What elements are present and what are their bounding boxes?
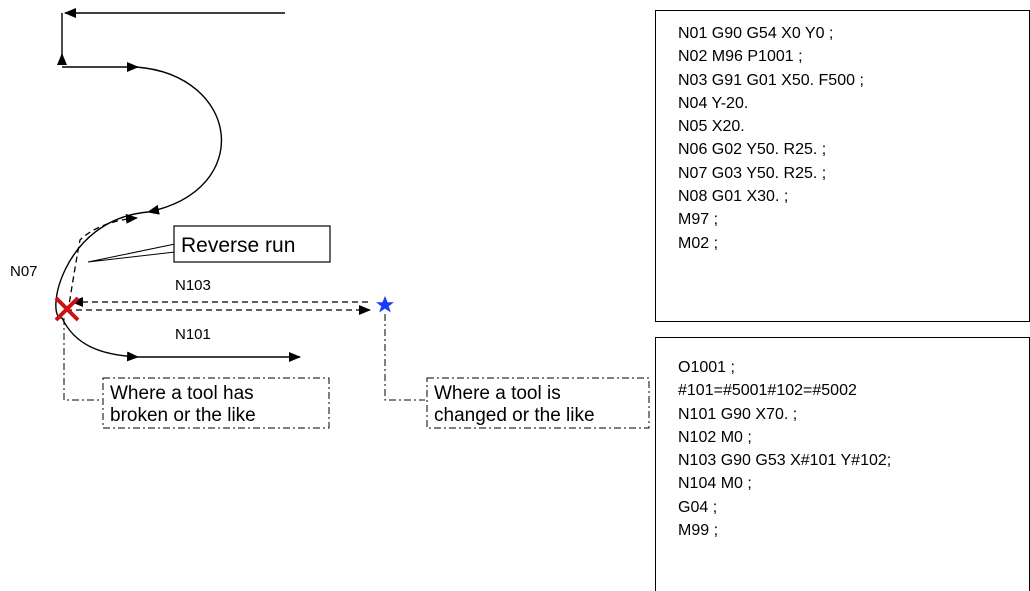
code-line: M97 ; bbox=[678, 211, 719, 229]
code-line: N101 G90 X70. ; bbox=[678, 405, 798, 423]
n07-label: N07 bbox=[10, 263, 38, 280]
code-line: N01 G90 G54 X0 Y0 ; bbox=[678, 25, 834, 42]
broken-leader bbox=[63, 318, 100, 401]
code-line: #101=#5001#102=#5002 bbox=[678, 382, 857, 400]
code-line: M02 ; bbox=[678, 234, 719, 252]
path-n07-arc bbox=[55, 211, 149, 362]
changed-leader bbox=[384, 314, 425, 401]
code-line: G04 ; bbox=[678, 498, 718, 516]
broken-label-line1: Where a tool has bbox=[110, 383, 254, 404]
code-line: N08 G01 X30. ; bbox=[678, 188, 789, 206]
subprogram-listing: O1001 ; #101=#5001#102=#5002 N101 G90 X7… bbox=[655, 337, 1030, 591]
code-line: N04 Y-20. bbox=[678, 94, 749, 112]
code-line: M99 ; bbox=[678, 522, 719, 540]
reverse-run-leader bbox=[87, 243, 176, 263]
code-line: N07 G03 Y50. R25. ; bbox=[678, 164, 827, 182]
code-line: N102 M0 ; bbox=[678, 428, 752, 446]
star-icon bbox=[376, 296, 394, 313]
changed-label-line1: Where a tool is bbox=[434, 383, 561, 404]
reverse-run-path bbox=[67, 213, 138, 313]
changed-label-box bbox=[426, 377, 650, 429]
code-line: N06 G02 Y50. R25. ; bbox=[678, 141, 827, 159]
path-n06-arc bbox=[135, 66, 223, 215]
changed-label-line2: changed or the like bbox=[434, 405, 595, 426]
code-line: N103 G90 G53 X#101 Y#102; bbox=[678, 452, 892, 470]
code-line: N02 M96 P1001 ; bbox=[678, 48, 803, 66]
code-line: N03 G91 G01 X50. F500 ; bbox=[678, 71, 864, 89]
reverse-run-label: Reverse run bbox=[181, 234, 295, 257]
main-program-listing: N01 G90 G54 X0 Y0 ; N02 M96 P1001 ; N03 … bbox=[655, 10, 1030, 322]
n101-label: N101 bbox=[175, 326, 211, 343]
n103-label: N103 bbox=[175, 277, 211, 294]
code-line: O1001 ; bbox=[678, 359, 735, 376]
code-line: N05 X20. bbox=[678, 118, 745, 136]
broken-label-box bbox=[102, 377, 330, 429]
toolpath-diagram: Reverse run Where a tool has broken or t… bbox=[10, 8, 650, 429]
reverse-run-box bbox=[173, 225, 331, 263]
x-mark-icon bbox=[54, 296, 80, 322]
broken-label-line2: broken or the like bbox=[110, 405, 256, 426]
code-line: N104 M0 ; bbox=[678, 475, 752, 493]
